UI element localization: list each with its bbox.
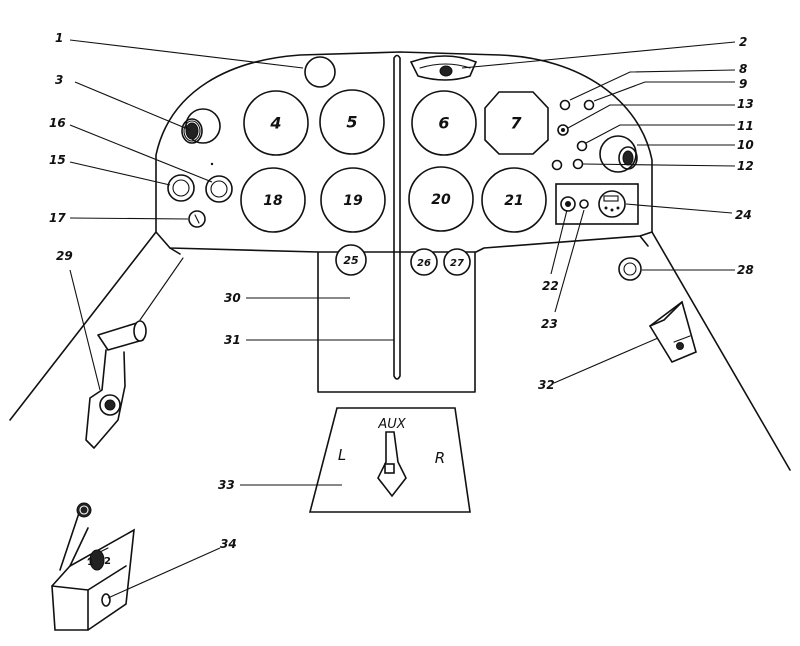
gauge-7: 7: [484, 91, 549, 155]
callout-12: 12: [737, 159, 754, 173]
item-2-compass: [409, 55, 478, 81]
callout-32: 32: [538, 378, 555, 392]
callout-33: 33: [218, 478, 235, 492]
callout-16: 16: [49, 116, 66, 130]
pedal-aux-label: AUX: [377, 417, 406, 432]
callout-17: 17: [49, 211, 66, 225]
gauge-4-label: 4: [269, 114, 281, 133]
callout-23: 23: [541, 317, 558, 331]
trim-digit-2: 2: [104, 556, 111, 567]
callout-34: 34: [220, 537, 237, 551]
callout-2: 2: [739, 35, 747, 49]
gauge-19: 19: [320, 167, 386, 233]
item-1-instrument: [304, 56, 336, 88]
instrument-panel: [155, 51, 653, 253]
item-12-switch: [572, 158, 584, 170]
gauge-7-label: 7: [510, 114, 522, 133]
gauge-18-label: 18: [263, 193, 283, 209]
gauge-5: 5: [319, 89, 385, 155]
trim-digit-1: 1: [87, 557, 94, 568]
callout-31: 31: [224, 333, 241, 347]
item-13-switch: [557, 124, 569, 136]
gauge-26: 26: [410, 248, 438, 276]
callout-10: 10: [737, 138, 754, 152]
item-8-switch: [559, 99, 571, 111]
item-15-switch: [167, 174, 195, 202]
callout-1: 1: [55, 31, 63, 45]
gauge-27-label: 27: [450, 258, 464, 269]
callout-15: 15: [49, 153, 66, 167]
callout-8: 8: [739, 62, 747, 76]
gauge-21: 21: [481, 167, 547, 233]
gauge-26-label: 26: [417, 258, 431, 269]
item-24-subpanel: [555, 183, 639, 225]
center-console: [317, 251, 476, 393]
gauge-20-label: 20: [431, 192, 451, 208]
cockpit-side-walls: [9, 231, 791, 471]
item-16-switch: [205, 175, 233, 203]
gauge-19-label: 19: [343, 193, 363, 209]
pedal-right-label: R: [435, 449, 445, 467]
panel-dot: [210, 162, 214, 166]
gauge-5-label: 5: [346, 113, 357, 132]
pedal-left-label: L: [338, 446, 346, 464]
callout-11: 11: [737, 119, 754, 133]
gauge-6-label: 6: [438, 114, 449, 133]
gauge-6: 6: [411, 90, 477, 156]
callout-30: 30: [224, 291, 241, 305]
callout-22: 22: [542, 279, 559, 293]
callout-29: 29: [56, 249, 73, 263]
item-32-box: [648, 300, 697, 364]
gauge-25-label: 25: [343, 254, 359, 267]
item-28-ring: [618, 257, 642, 281]
callout-28: 28: [737, 263, 754, 277]
callout-9: 9: [739, 77, 747, 91]
item-9-switch: [583, 99, 595, 111]
item-29-throttle: [85, 320, 147, 449]
item-11-switch: [576, 140, 588, 152]
gauge-21-label: 21: [504, 193, 523, 209]
item-34-trim-box: 1 2: [51, 502, 135, 631]
item-10-knob: [599, 135, 638, 173]
gauge-27: 27: [443, 248, 471, 276]
leader-lines: [69, 39, 736, 599]
item-17-knob: [188, 210, 206, 228]
callout-labels: 1 2 3 8 9 13 11 10 12 16 15 17 24 22 23 …: [49, 31, 754, 551]
control-stick-rod: [393, 54, 401, 380]
item-3-knob: [181, 108, 221, 144]
callout-24: 24: [735, 208, 752, 222]
gauge-20: 20: [408, 166, 474, 232]
item-11b-switch: [551, 159, 563, 171]
callout-13: 13: [737, 97, 754, 111]
callout-3: 3: [55, 73, 63, 87]
gauge-4: 4: [243, 90, 309, 156]
gauge-25: 25: [335, 244, 367, 276]
gauge-18: 18: [240, 167, 306, 233]
item-33-pedal-plate: L R AUX: [308, 407, 471, 513]
